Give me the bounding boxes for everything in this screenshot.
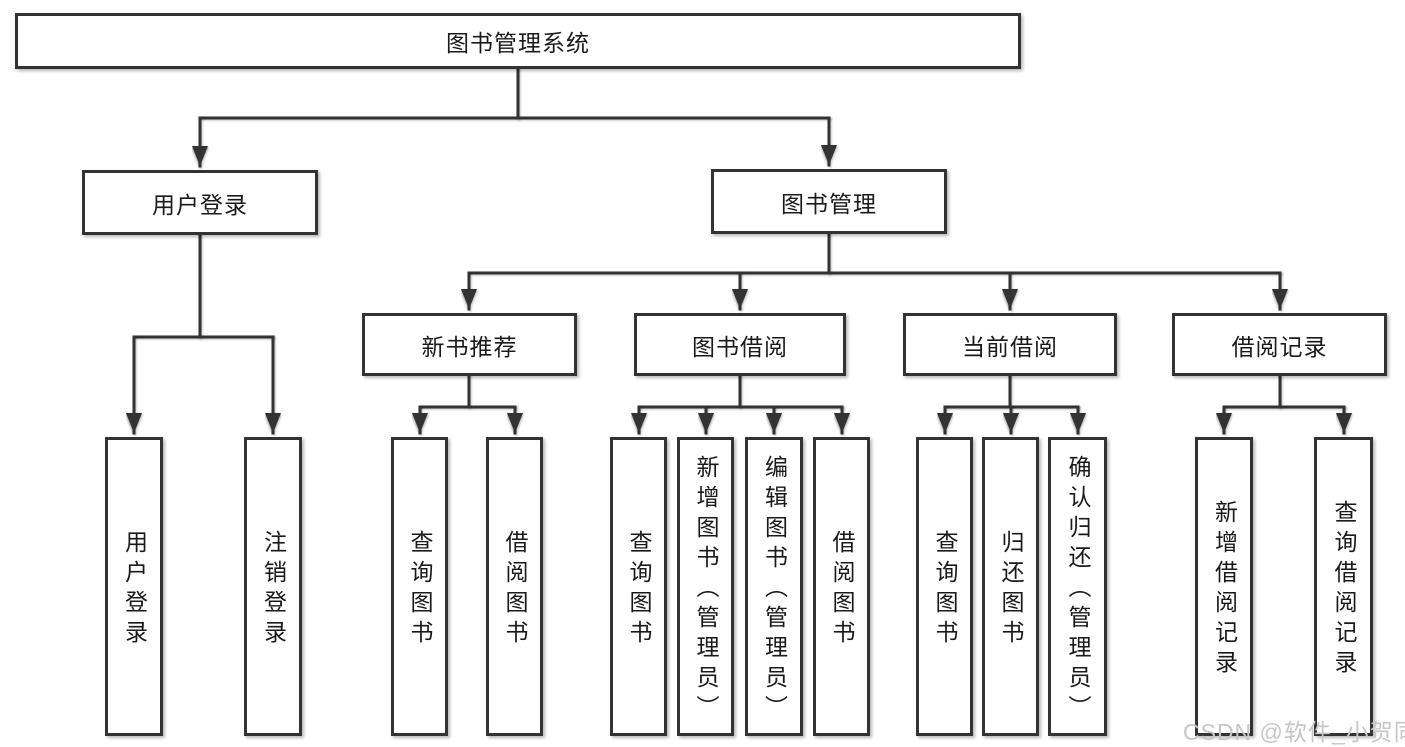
node-borrow-records: 借阅记录 xyxy=(1172,313,1387,376)
leaf-label: 归还图书 xyxy=(998,530,1024,650)
leaf-query-books-recommend: 查询图书 xyxy=(391,437,448,736)
node-user-login: 用户登录 xyxy=(82,170,318,235)
leaf-label: 注销登录 xyxy=(260,530,287,650)
leaf-label: 查询借阅记录 xyxy=(1331,500,1357,680)
watermark: CSDN @软件_小贺同学 xyxy=(1183,719,1405,745)
leaf-label: 查询图书 xyxy=(626,530,652,650)
leaf-label: 查询图书 xyxy=(407,530,433,650)
leaf-query-books-current: 查询图书 xyxy=(916,437,973,736)
leaf-query-borrow-record: 查询借阅记录 xyxy=(1314,437,1373,736)
leaf-add-borrow-record: 新增借阅记录 xyxy=(1195,437,1253,736)
leaf-query-books-borrow: 查询图书 xyxy=(610,437,667,736)
leaf-label: 新增图书（管理员） xyxy=(693,455,719,725)
leaf-return-books: 归还图书 xyxy=(982,437,1039,736)
leaf-label: 编辑图书（管理员） xyxy=(761,455,788,725)
node-book-management: 图书管理 xyxy=(711,169,947,234)
leaf-label: 借阅图书 xyxy=(829,530,855,650)
leaf-logout: 注销登录 xyxy=(244,437,302,736)
node-book-borrow: 图书借阅 xyxy=(634,313,846,376)
leaf-edit-books-admin: 编辑图书（管理员） xyxy=(745,437,803,736)
leaf-borrow-books: 借阅图书 xyxy=(813,437,870,736)
leaf-add-books-admin: 新增图书（管理员） xyxy=(677,437,734,736)
leaf-confirm-return-admin: 确认归还（管理员） xyxy=(1048,437,1107,736)
node-new-book-recommend: 新书推荐 xyxy=(362,313,577,376)
leaf-user-login: 用户登录 xyxy=(105,437,163,736)
node-root-system: 图书管理系统 xyxy=(15,13,1021,69)
leaf-label: 确认归还（管理员） xyxy=(1065,455,1091,725)
leaf-label: 借阅图书 xyxy=(502,530,528,650)
node-current-borrow: 当前借阅 xyxy=(903,313,1117,376)
leaf-borrow-books-recommend: 借阅图书 xyxy=(486,437,543,736)
leaf-label: 用户登录 xyxy=(121,530,148,650)
leaf-label: 查询图书 xyxy=(932,530,958,650)
leaf-label: 新增借阅记录 xyxy=(1211,500,1238,680)
